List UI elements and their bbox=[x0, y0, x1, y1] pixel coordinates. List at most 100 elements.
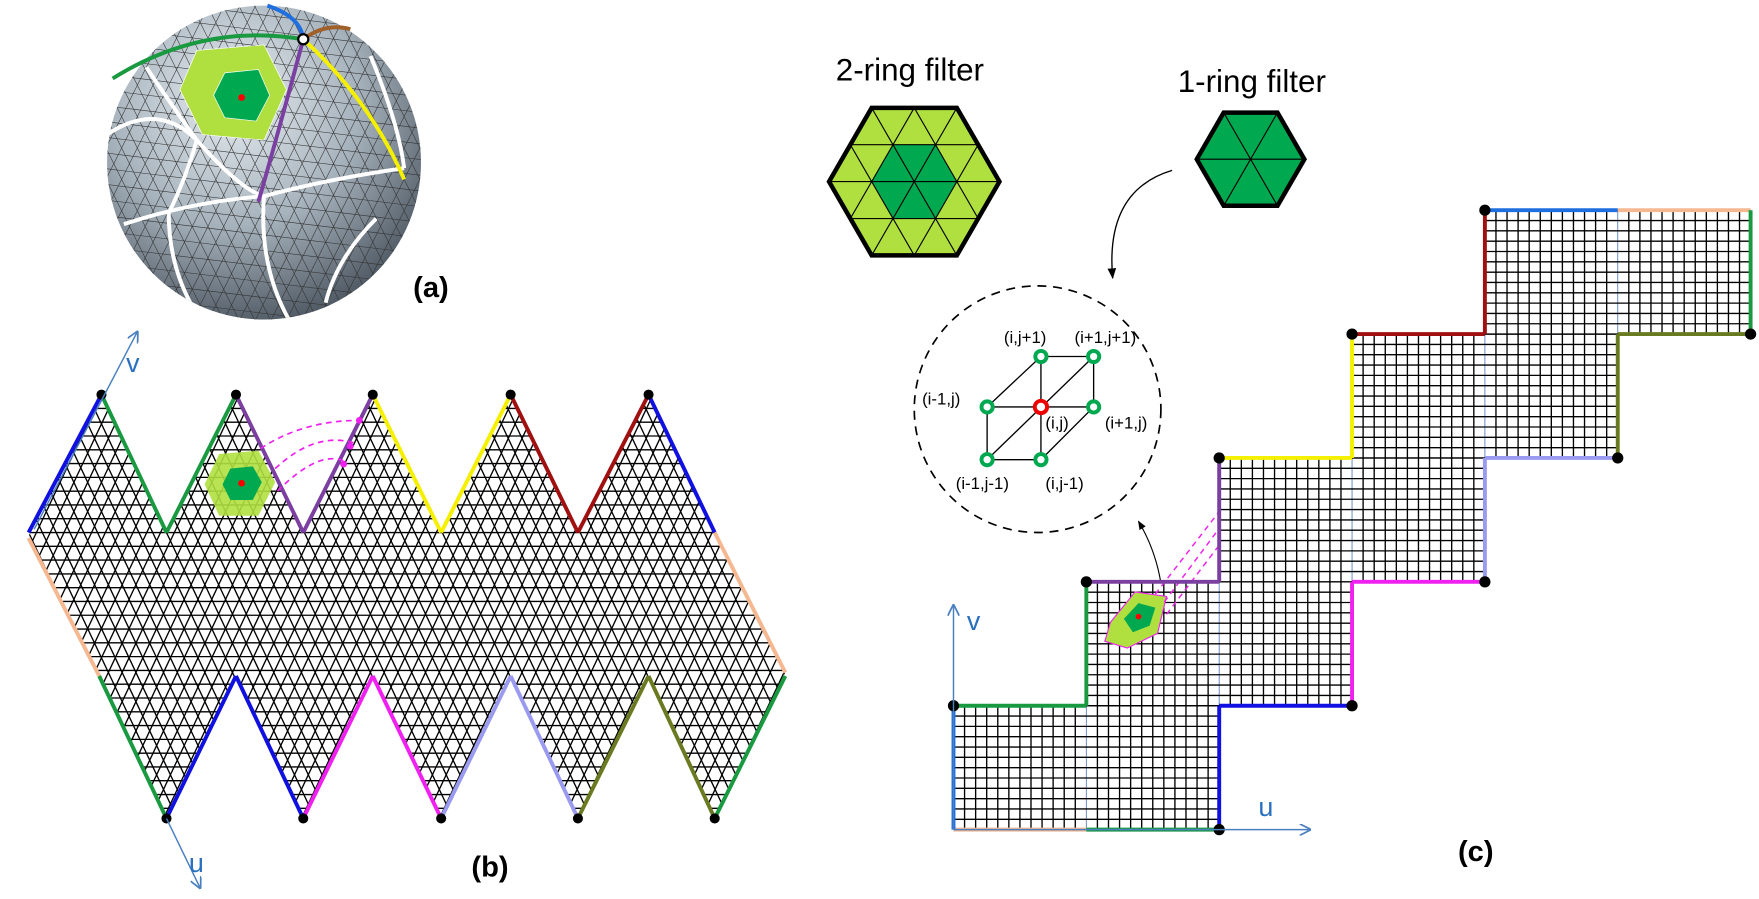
net-edge-peach bbox=[26, 537, 101, 677]
net-edge-purple bbox=[301, 393, 375, 534]
center-vertex bbox=[238, 94, 245, 101]
mesh-line bbox=[676, 394, 786, 819]
mesh-line bbox=[0, 0, 12, 336]
mesh-line bbox=[28, 394, 230, 819]
net-edge-lavender bbox=[439, 675, 513, 820]
mesh-line bbox=[168, 5, 338, 320]
mesh-line bbox=[436, 0, 604, 336]
net-edge-darkred bbox=[576, 393, 651, 534]
mesh-line bbox=[545, 0, 713, 336]
mesh-line bbox=[0, 0, 90, 336]
mesh-line bbox=[592, 0, 760, 336]
net-edge-green bbox=[712, 675, 788, 820]
net-edge-yellow bbox=[439, 393, 513, 534]
mesh-line bbox=[28, 394, 183, 819]
mesh-line bbox=[107, 120, 421, 161]
mesh-line bbox=[28, 394, 134, 819]
stencil-label-top-right: (i+1,j+1) bbox=[1075, 328, 1137, 347]
stencil-label-top: (i,j+1) bbox=[1004, 328, 1046, 347]
mesh-line bbox=[282, 5, 421, 320]
mesh-line bbox=[613, 394, 786, 819]
panel-b-label: (b) bbox=[471, 852, 508, 884]
net-edge-navy bbox=[234, 675, 306, 820]
net-vertex bbox=[643, 389, 654, 400]
zoom-circle bbox=[913, 285, 1162, 534]
mesh-line bbox=[475, 394, 685, 819]
mesh-line bbox=[561, 0, 729, 336]
grid-u-label: u bbox=[1258, 792, 1273, 822]
mesh-line bbox=[48, 394, 258, 819]
grid-corner-vertex bbox=[1479, 204, 1491, 216]
net-v-label: v bbox=[126, 348, 140, 378]
mesh-line bbox=[489, 394, 699, 819]
mesh-line bbox=[101, 325, 426, 364]
mesh-line bbox=[107, 152, 421, 192]
grid-corner-vertices bbox=[947, 204, 1757, 836]
triangle-mesh bbox=[0, 387, 786, 828]
mesh-line bbox=[28, 394, 196, 819]
mesh-line bbox=[294, 5, 421, 320]
unfolded-net-panel: v u (b) bbox=[0, 332, 788, 888]
net-edge-purple bbox=[234, 393, 306, 534]
stencil-label-center: (i,j) bbox=[1045, 413, 1068, 432]
mesh-line bbox=[255, 394, 465, 819]
net-vertex bbox=[436, 813, 447, 824]
v-axis-arrow bbox=[33, 332, 137, 530]
net-vertex bbox=[505, 389, 516, 400]
mesh-line bbox=[386, 394, 596, 819]
mesh-line bbox=[745, 394, 786, 819]
net-edge-peach bbox=[712, 531, 788, 674]
mesh-line bbox=[28, 394, 120, 819]
mesh-line bbox=[1223, 112, 1278, 206]
net-edge-magenta bbox=[370, 675, 443, 820]
mesh-line bbox=[28, 394, 224, 819]
net-edge-green bbox=[97, 675, 169, 820]
mesh-line bbox=[28, 394, 106, 819]
mesh-line bbox=[703, 394, 786, 819]
sphere-seams bbox=[107, 55, 407, 320]
mesh-line bbox=[641, 394, 786, 819]
u-axis-arrow bbox=[165, 818, 200, 888]
mesh-line bbox=[514, 0, 682, 336]
mesh-line bbox=[0, 0, 43, 336]
grid-v-label: v bbox=[967, 606, 981, 636]
mesh-line bbox=[531, 394, 741, 819]
mesh-line bbox=[28, 394, 65, 819]
mesh-line bbox=[28, 394, 72, 819]
mesh-line bbox=[324, 394, 534, 819]
net-edge-lavender bbox=[508, 675, 580, 820]
mesh-line bbox=[107, 5, 217, 320]
mesh-line bbox=[200, 394, 410, 819]
mesh-line bbox=[608, 0, 776, 336]
grid-corner-vertex bbox=[1479, 576, 1491, 588]
mesh-line bbox=[379, 394, 589, 819]
filter-pointer-arrow bbox=[1107, 169, 1173, 280]
mesh-line bbox=[627, 394, 786, 819]
mesh-line bbox=[456, 0, 624, 336]
mesh-line bbox=[440, 0, 608, 336]
net-edge-darkred bbox=[508, 393, 580, 534]
mesh-line bbox=[0, 0, 59, 336]
stencil-zoom: (i,j+1) (i+1,j+1) (i-1,j) (i,j) (i+1,j) … bbox=[913, 285, 1162, 534]
sphere-panel: (a) bbox=[0, 0, 776, 380]
stencil-label-bottom: (i,j-1) bbox=[1045, 474, 1083, 493]
mesh-line bbox=[579, 394, 786, 819]
grid-corner-vertex bbox=[1213, 452, 1225, 464]
mesh-line bbox=[0, 0, 27, 336]
grid-corner-vertex bbox=[1346, 328, 1358, 340]
mesh-line bbox=[0, 387, 16, 828]
mesh-line bbox=[28, 394, 114, 819]
mesh-line bbox=[298, 5, 421, 320]
mesh-line bbox=[0, 0, 106, 336]
pole-vertex bbox=[297, 33, 310, 46]
mesh-line bbox=[157, 5, 326, 320]
mesh-line bbox=[0, 0, 75, 336]
stencil-label-bottom-left: (i-1,j-1) bbox=[956, 474, 1009, 493]
mesh-line bbox=[577, 0, 745, 336]
stencil-nodes bbox=[979, 348, 1102, 468]
mesh-line bbox=[101, 341, 426, 380]
mesh-line bbox=[345, 5, 421, 320]
hexagon-outline bbox=[826, 105, 1003, 258]
grid-layout-panel: v u (c) bbox=[947, 204, 1757, 868]
